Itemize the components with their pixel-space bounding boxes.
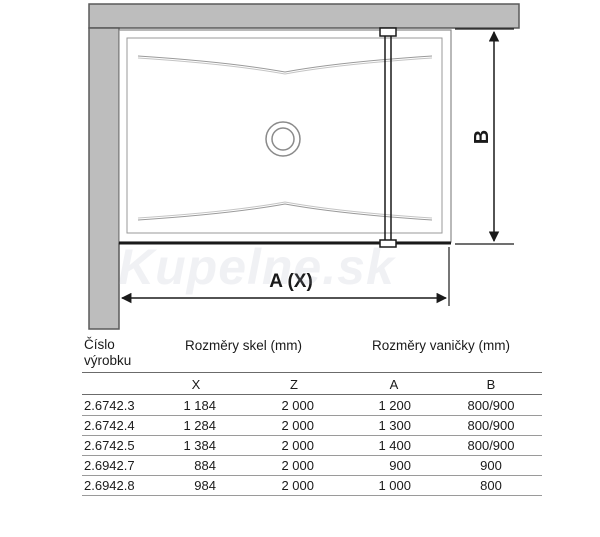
top-wall xyxy=(88,3,520,29)
product-code-cell: 2.6942.7 xyxy=(84,458,135,473)
left-wall xyxy=(88,27,120,330)
header-tray-dimensions: Rozměry vaničky (mm) xyxy=(372,338,511,353)
column-z: Z xyxy=(290,377,298,392)
product-code-cell: 2.6942.8 xyxy=(84,478,135,493)
table-cell: 2 000 xyxy=(281,458,314,473)
support-bar-bottom-clamp xyxy=(379,239,397,248)
column-a: A xyxy=(389,377,399,392)
table-cell: 900 xyxy=(389,458,411,473)
product-code-cell: 2.6742.3 xyxy=(84,398,135,413)
table-cell: 2 000 xyxy=(281,398,314,413)
row-rule xyxy=(82,455,542,456)
table-cell: 2 000 xyxy=(281,418,314,433)
table-cell: 1 284 xyxy=(183,418,216,433)
header-product-line2: výrobku xyxy=(84,353,132,368)
row-rule xyxy=(82,415,542,416)
table-cell: 1 384 xyxy=(183,438,216,453)
row-rule xyxy=(82,495,542,496)
table-cell: 1 400 xyxy=(378,438,411,453)
table-cell: 800/900 xyxy=(467,398,515,413)
tray-slope-top xyxy=(137,55,433,73)
row-rule xyxy=(82,475,542,476)
table-cell: 1 200 xyxy=(378,398,411,413)
tray-slope-bottom xyxy=(137,203,433,221)
watermark: Kupelne.sk xyxy=(118,239,395,295)
column-x: X xyxy=(191,377,201,392)
row-rule xyxy=(82,435,542,436)
product-code-cell: 2.6742.4 xyxy=(84,418,135,433)
table-cell: 2 000 xyxy=(281,438,314,453)
header-product-line1: Číslo xyxy=(84,337,115,352)
dimension-a-label: A (X) xyxy=(269,271,313,292)
table-cell: 884 xyxy=(194,458,216,473)
support-bar-top-clamp xyxy=(379,27,397,37)
column-b: B xyxy=(486,377,496,392)
product-code-cell: 2.6742.5 xyxy=(84,438,135,453)
table-cell: 800/900 xyxy=(467,438,515,453)
table-cell: 1 184 xyxy=(183,398,216,413)
column-rule xyxy=(82,394,542,395)
shower-plan-diagram: B A (X) xyxy=(88,3,520,330)
dimension-b-label: B xyxy=(471,130,493,144)
table-cell: 1 000 xyxy=(378,478,411,493)
table-cell: 2 000 xyxy=(281,478,314,493)
table-cell: 800/900 xyxy=(467,418,515,433)
table-cell: 800 xyxy=(480,478,502,493)
header-rule xyxy=(82,372,542,373)
table-cell: 900 xyxy=(480,458,502,473)
table-cell: 984 xyxy=(194,478,216,493)
table-cell: 1 300 xyxy=(378,418,411,433)
header-glass-dimensions: Rozměry skel (mm) xyxy=(185,338,302,353)
